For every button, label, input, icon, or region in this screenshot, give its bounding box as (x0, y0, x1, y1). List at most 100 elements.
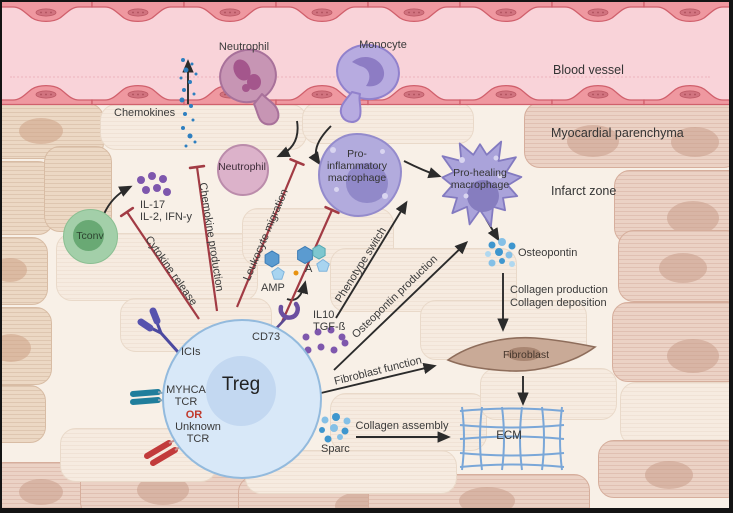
tconv-label: Tconv (76, 230, 104, 242)
blood-vessel-label: Blood vessel (553, 63, 624, 77)
tconv-nucleus (73, 220, 104, 251)
il2-ifny-label: IL-2, IFN-y (140, 211, 192, 223)
process-arrow (335, 200, 408, 319)
chemokine-dot (189, 104, 193, 108)
osteopontin-dot (488, 259, 496, 267)
pro-inflammatory-macrophage-cell (318, 133, 402, 217)
il17-dot (142, 186, 150, 194)
muscle-fiber (302, 102, 474, 144)
process-arrow (308, 125, 332, 166)
osteopontin-dot (505, 251, 513, 259)
chemokine-dot (183, 112, 187, 116)
muscle-fiber-nucleus (19, 479, 63, 505)
myhca-label: MYHCA (166, 384, 206, 396)
muscle-fiber-nucleus (0, 334, 31, 362)
chemokine-dot (191, 118, 195, 122)
il10-tgfb-dot (317, 343, 325, 351)
chemokine-dot (187, 133, 193, 139)
chemokines-label: Chemokines (114, 107, 176, 119)
sparc-dot (332, 413, 340, 421)
infarct-zone-label: Infarct zone (551, 184, 617, 198)
chemokine-dot (179, 76, 183, 80)
process-arrow (103, 185, 133, 215)
osteopontin-dot (509, 261, 515, 267)
sparc-dot (324, 435, 332, 443)
chemokine-dot (183, 67, 189, 73)
il17-dot (159, 175, 167, 183)
molecule-ring (316, 258, 330, 272)
collagen-production-label: Collagen production (510, 284, 608, 296)
il10-tgfb-dot (314, 328, 322, 336)
molecule-ring (312, 244, 326, 260)
muscle-fiber (612, 302, 733, 382)
collagen-assembly-label: Collagen assembly (355, 420, 449, 432)
muscle-fiber (330, 393, 487, 451)
collagen-deposition-label: Collagen deposition (510, 297, 607, 309)
chemokine-dot (188, 80, 192, 84)
muscle-fiber (618, 230, 733, 302)
molecule-ring (264, 250, 280, 268)
muscle-fiber-nucleus (659, 253, 707, 283)
osteopontin-dot (499, 258, 505, 264)
chemokine-dot (192, 92, 196, 96)
muscle-fiber-nucleus (567, 125, 619, 157)
sparc-dot (337, 434, 343, 440)
process-arrow (276, 120, 299, 158)
unknown-label: Unknown (175, 421, 221, 433)
pro-inflammatory-macrophage-label: Pro-inflammatory macrophage (326, 148, 388, 184)
unknown-tcr-label: TCR (186, 433, 210, 445)
fibroblast-cell (446, 336, 597, 372)
phosphate-dot (293, 270, 299, 276)
il17-dot (148, 172, 156, 180)
muscle-fiber-nucleus (0, 258, 27, 282)
il10-tgfb-dot (302, 333, 310, 341)
cd73-label: CD73 (252, 331, 281, 343)
icis-label: ICIs (181, 346, 201, 358)
pro-inflammatory-macrophage-nucleus (346, 163, 388, 203)
process-arrow (333, 241, 469, 371)
neutrophil-infarct-cell (217, 144, 269, 196)
osteopontin-dot (498, 238, 506, 246)
muscle-fiber (524, 102, 733, 168)
pro-healing-macrophage-cell (441, 140, 523, 228)
muscle-fiber (0, 237, 48, 305)
osteopontin-dot (485, 251, 491, 257)
osteopontin-dot (495, 248, 503, 256)
muscle-fiber (480, 368, 617, 420)
inhibition-line (280, 205, 340, 323)
muscle-fiber (0, 307, 52, 385)
endothelium-top-icon (0, 0, 733, 23)
tgfb-label: TGF-ß (313, 321, 346, 333)
amp-label: AMP (261, 282, 285, 294)
muscle-fiber-nucleus (667, 339, 719, 373)
il10-tgfb-dot (338, 333, 346, 341)
il17-dot (137, 176, 145, 184)
molecule-ring (271, 266, 285, 280)
osteopontin-dot (488, 241, 496, 249)
il17-label: IL-17 (140, 199, 166, 211)
muscle-fiber-nucleus (19, 118, 63, 144)
muscle-fiber-nucleus (645, 461, 693, 489)
sparc-dot (330, 424, 338, 432)
il10-label: IL10 (313, 309, 335, 321)
muscle-fiber-nucleus (671, 127, 719, 157)
il10-tgfb-dot (330, 346, 338, 354)
ecm-label: ECM (496, 430, 522, 442)
treg-label: Treg (221, 374, 261, 395)
process-arrow (320, 362, 437, 394)
myhca-tcr-label: TCR (174, 396, 198, 408)
adenosine-label: A (305, 263, 313, 275)
chemokine-dot (179, 97, 185, 103)
muscle-fiber (598, 440, 733, 498)
muscle-fiber (620, 382, 733, 446)
osteopontin-label: Osteopontin (518, 247, 578, 259)
process-arrow (403, 160, 442, 179)
sparc-dot (341, 427, 349, 435)
chemokine-dot (193, 140, 197, 144)
process-arrow (286, 280, 309, 301)
fibroblast-label: Fibroblast (502, 349, 550, 361)
chemokine-dot (181, 126, 185, 130)
